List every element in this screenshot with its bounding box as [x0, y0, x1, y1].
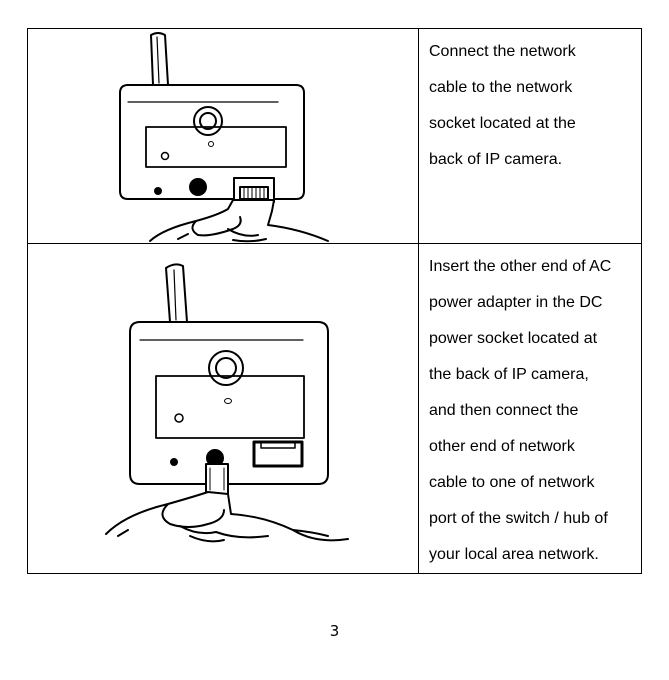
instruction-line: and then connect the	[429, 402, 579, 419]
page-number: 3	[329, 622, 340, 640]
instruction-line: Insert the other end of AC	[429, 258, 612, 275]
step-figure-cell	[27, 243, 419, 574]
step-instruction: Connect the network cable to the network…	[419, 29, 641, 178]
ip-camera-power-adapter-icon	[105, 263, 349, 543]
step-row: Connect the network cable to the network…	[27, 28, 642, 244]
instruction-line: Connect the network	[429, 43, 576, 60]
instruction-line: port of the switch / hub of	[429, 510, 608, 527]
instruction-line: power adapter in the DC	[429, 294, 603, 311]
instruction-line: cable to the network	[429, 79, 573, 96]
instruction-line: back of IP camera.	[429, 151, 563, 168]
step-instruction: Insert the other end of AC power adapter…	[419, 244, 641, 573]
step-text-cell: Insert the other end of AC power adapter…	[418, 243, 642, 574]
instruction-line: cable to one of network	[429, 474, 595, 491]
instruction-line: the back of IP camera,	[429, 366, 589, 383]
step-text-cell: Connect the network cable to the network…	[418, 28, 642, 244]
instruction-table: Connect the network cable to the network…	[27, 28, 642, 574]
instruction-line: your local area network.	[429, 546, 599, 563]
step-figure-cell	[27, 28, 419, 244]
instruction-line: other end of network	[429, 438, 575, 455]
instruction-line: power socket located at	[429, 330, 598, 347]
step-row: Insert the other end of AC power adapter…	[27, 243, 642, 574]
instruction-line: socket located at the	[429, 115, 576, 132]
ip-camera-network-cable-icon	[119, 32, 329, 243]
